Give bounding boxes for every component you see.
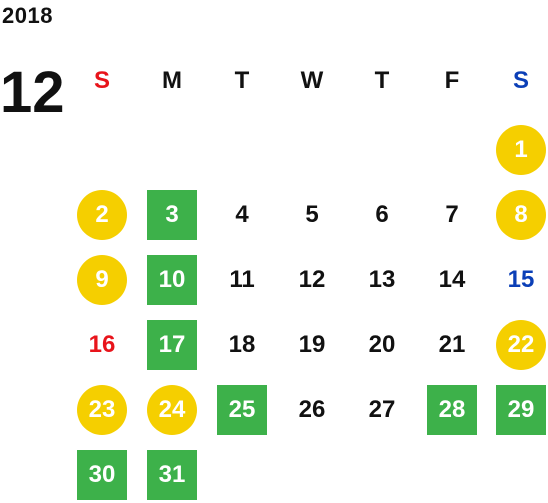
day-cell[interactable]: 3: [147, 190, 197, 240]
weekday-label: F: [444, 67, 460, 94]
day-cell[interactable]: 25: [217, 385, 267, 435]
year-label: 2018: [2, 3, 53, 28]
day-cell[interactable]: 8: [496, 190, 546, 240]
day-cell[interactable]: 27: [368, 396, 396, 423]
day-cell[interactable]: 17: [147, 320, 197, 370]
day-cell[interactable]: 14: [438, 266, 466, 293]
day-cell[interactable]: 29: [496, 385, 546, 435]
day-cell[interactable]: 30: [77, 450, 127, 500]
day-cell[interactable]: 28: [427, 385, 477, 435]
day-cell[interactable]: 6: [375, 201, 389, 228]
day-cell[interactable]: 23: [77, 385, 127, 435]
day-cell[interactable]: 10: [147, 255, 197, 305]
day-cell[interactable]: 16: [88, 331, 116, 358]
day-cell[interactable]: 5: [305, 201, 319, 228]
weekday-label: M: [162, 67, 182, 94]
day-cell[interactable]: 24: [147, 385, 197, 435]
day-cell[interactable]: 13: [368, 266, 396, 293]
weekday-label: S: [512, 67, 529, 94]
month-number: 12: [0, 60, 65, 125]
day-cell[interactable]: 20: [368, 331, 396, 358]
day-cell[interactable]: 9: [77, 255, 127, 305]
day-cell[interactable]: 18: [228, 331, 256, 358]
day-cell[interactable]: 21: [438, 331, 466, 358]
day-cell[interactable]: 12: [298, 266, 326, 293]
weekday-label: T: [374, 67, 390, 94]
day-cell[interactable]: 31: [147, 450, 197, 500]
day-cell[interactable]: 7: [445, 201, 459, 228]
weekday-label: W: [300, 67, 324, 94]
day-cell[interactable]: 1: [496, 125, 546, 175]
day-cell[interactable]: 22: [496, 320, 546, 370]
weekday-label: T: [234, 67, 250, 94]
day-cell[interactable]: 19: [298, 331, 326, 358]
day-cell[interactable]: 2: [77, 190, 127, 240]
weekday-label: S: [93, 67, 110, 94]
day-cell[interactable]: 26: [298, 396, 326, 423]
day-cell[interactable]: 15: [507, 266, 535, 293]
day-cell[interactable]: 11: [229, 266, 255, 293]
day-cell[interactable]: 4: [235, 201, 249, 228]
